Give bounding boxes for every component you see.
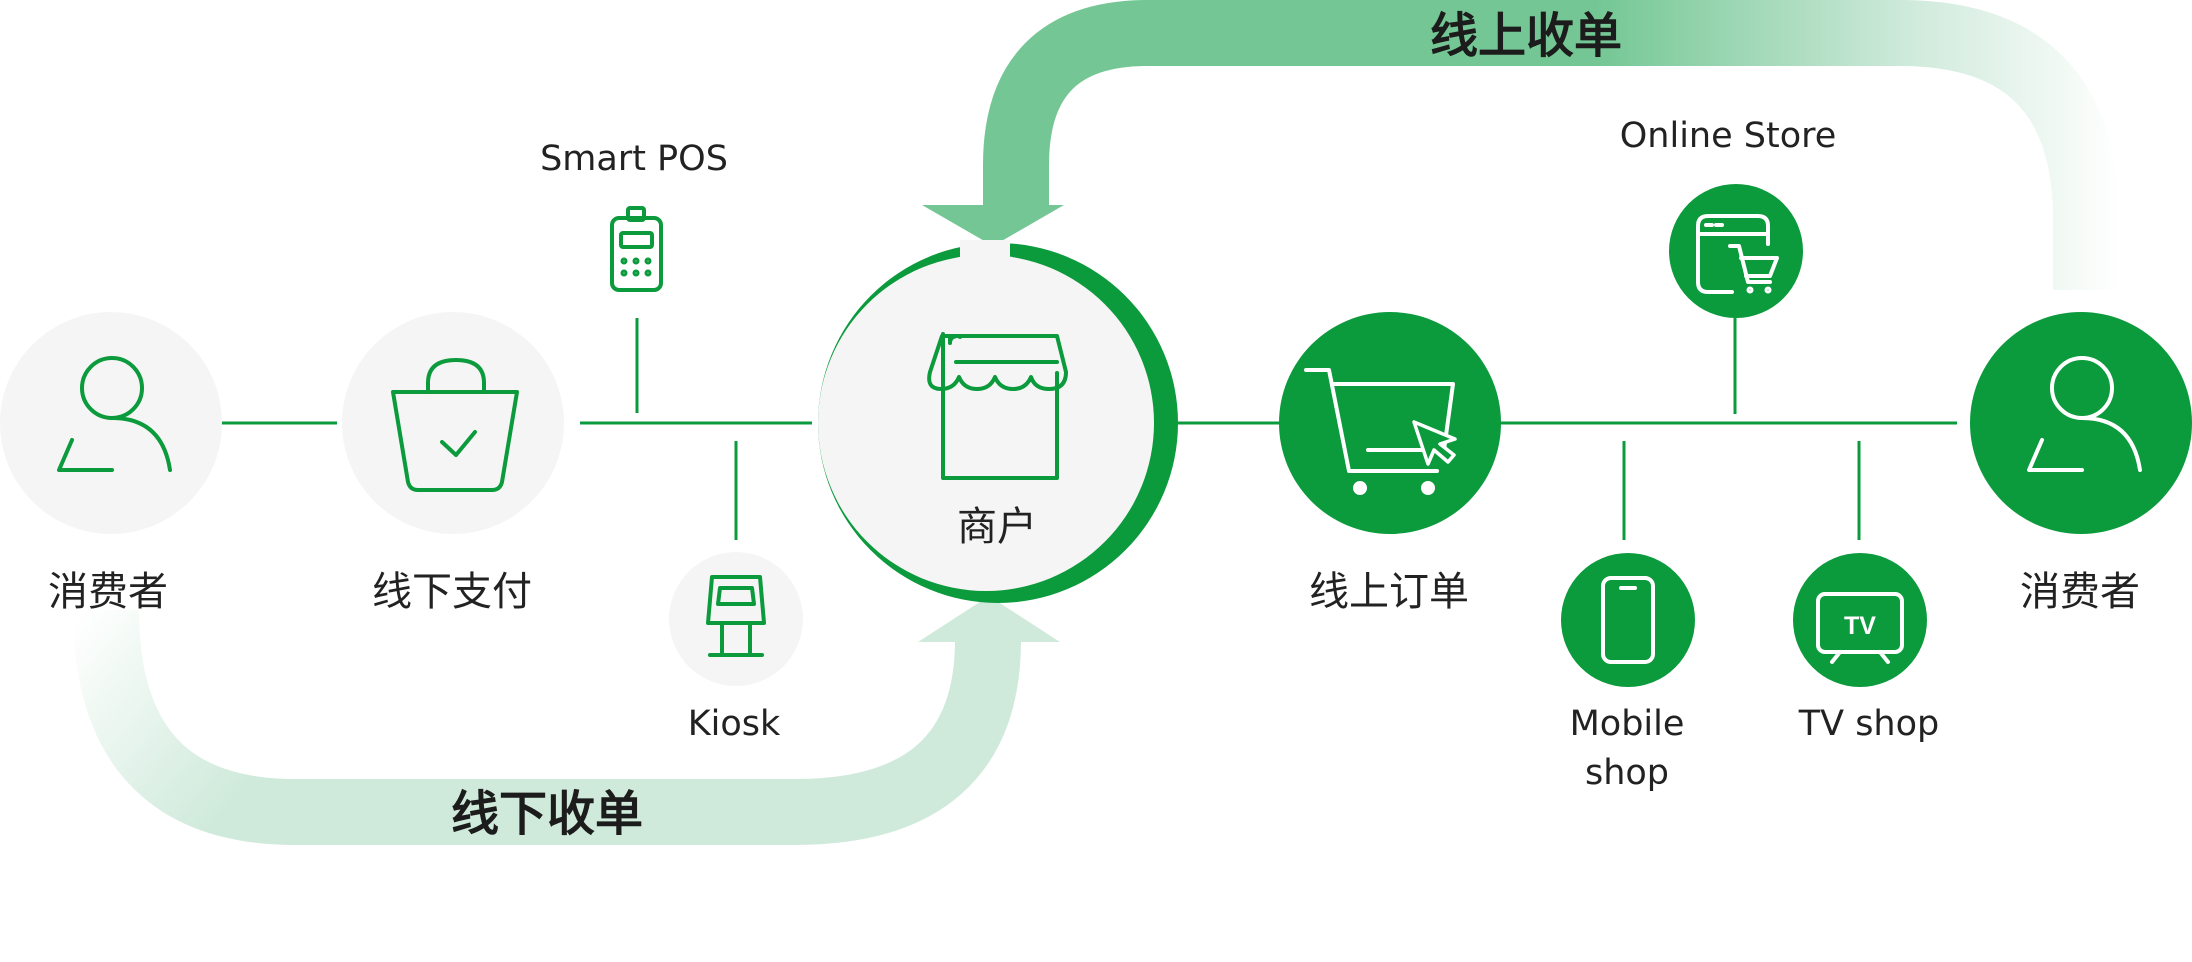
mobile-shop-node: Mobile shop (1561, 553, 1695, 793)
web-store-icon (1696, 214, 1779, 294)
merchant-node: 商户 (818, 240, 1178, 603)
offline-payment-node: 线下支付 (342, 312, 564, 615)
online-flow-label: 线上收单 (1430, 8, 1622, 64)
online-store-label: Online Store (1620, 116, 1837, 156)
tv-shop-node: TV TV shop (1793, 553, 1939, 744)
online-order-node: 线上订单 (1279, 312, 1501, 615)
user-icon (2027, 356, 2142, 472)
kiosk-node: Kiosk (669, 552, 803, 744)
offline-flow-arrow (73, 596, 1060, 845)
smart-pos-label: Smart POS (540, 139, 728, 179)
consumer-left-node: 消费者 (0, 312, 222, 615)
connector-lines (222, 318, 1957, 540)
smart-pos-node: Smart POS (540, 139, 728, 292)
user-icon (57, 356, 172, 472)
online-order-label: 线上订单 (1309, 569, 1469, 615)
smartphone-icon (1601, 576, 1655, 664)
shopping-cart-icon (1304, 368, 1457, 495)
consumer-right-node: 消费者 (1970, 312, 2192, 615)
kiosk-label: Kiosk (688, 704, 781, 744)
shopping-bag-icon (391, 358, 519, 492)
consumer-left-label: 消费者 (48, 569, 168, 615)
offline-payment-label: 线下支付 (372, 569, 532, 615)
kiosk-icon (706, 575, 766, 657)
mobile-shop-label-line2: shop (1585, 753, 1669, 793)
consumer-right-label: 消费者 (2020, 569, 2140, 615)
tv-icon-text: TV (1844, 612, 1876, 640)
tv-icon: TV (1816, 592, 1904, 664)
pos-terminal-icon (610, 206, 663, 292)
offline-flow-label: 线下收单 (451, 786, 643, 842)
tv-shop-label: TV shop (1798, 704, 1940, 744)
storefront-icon (927, 332, 1068, 480)
merchant-label: 商户 (957, 504, 1037, 550)
mobile-shop-label-line1: Mobile (1570, 704, 1685, 744)
online-store-node: Online Store (1620, 116, 1837, 318)
online-flow-arrow (922, 0, 2119, 290)
